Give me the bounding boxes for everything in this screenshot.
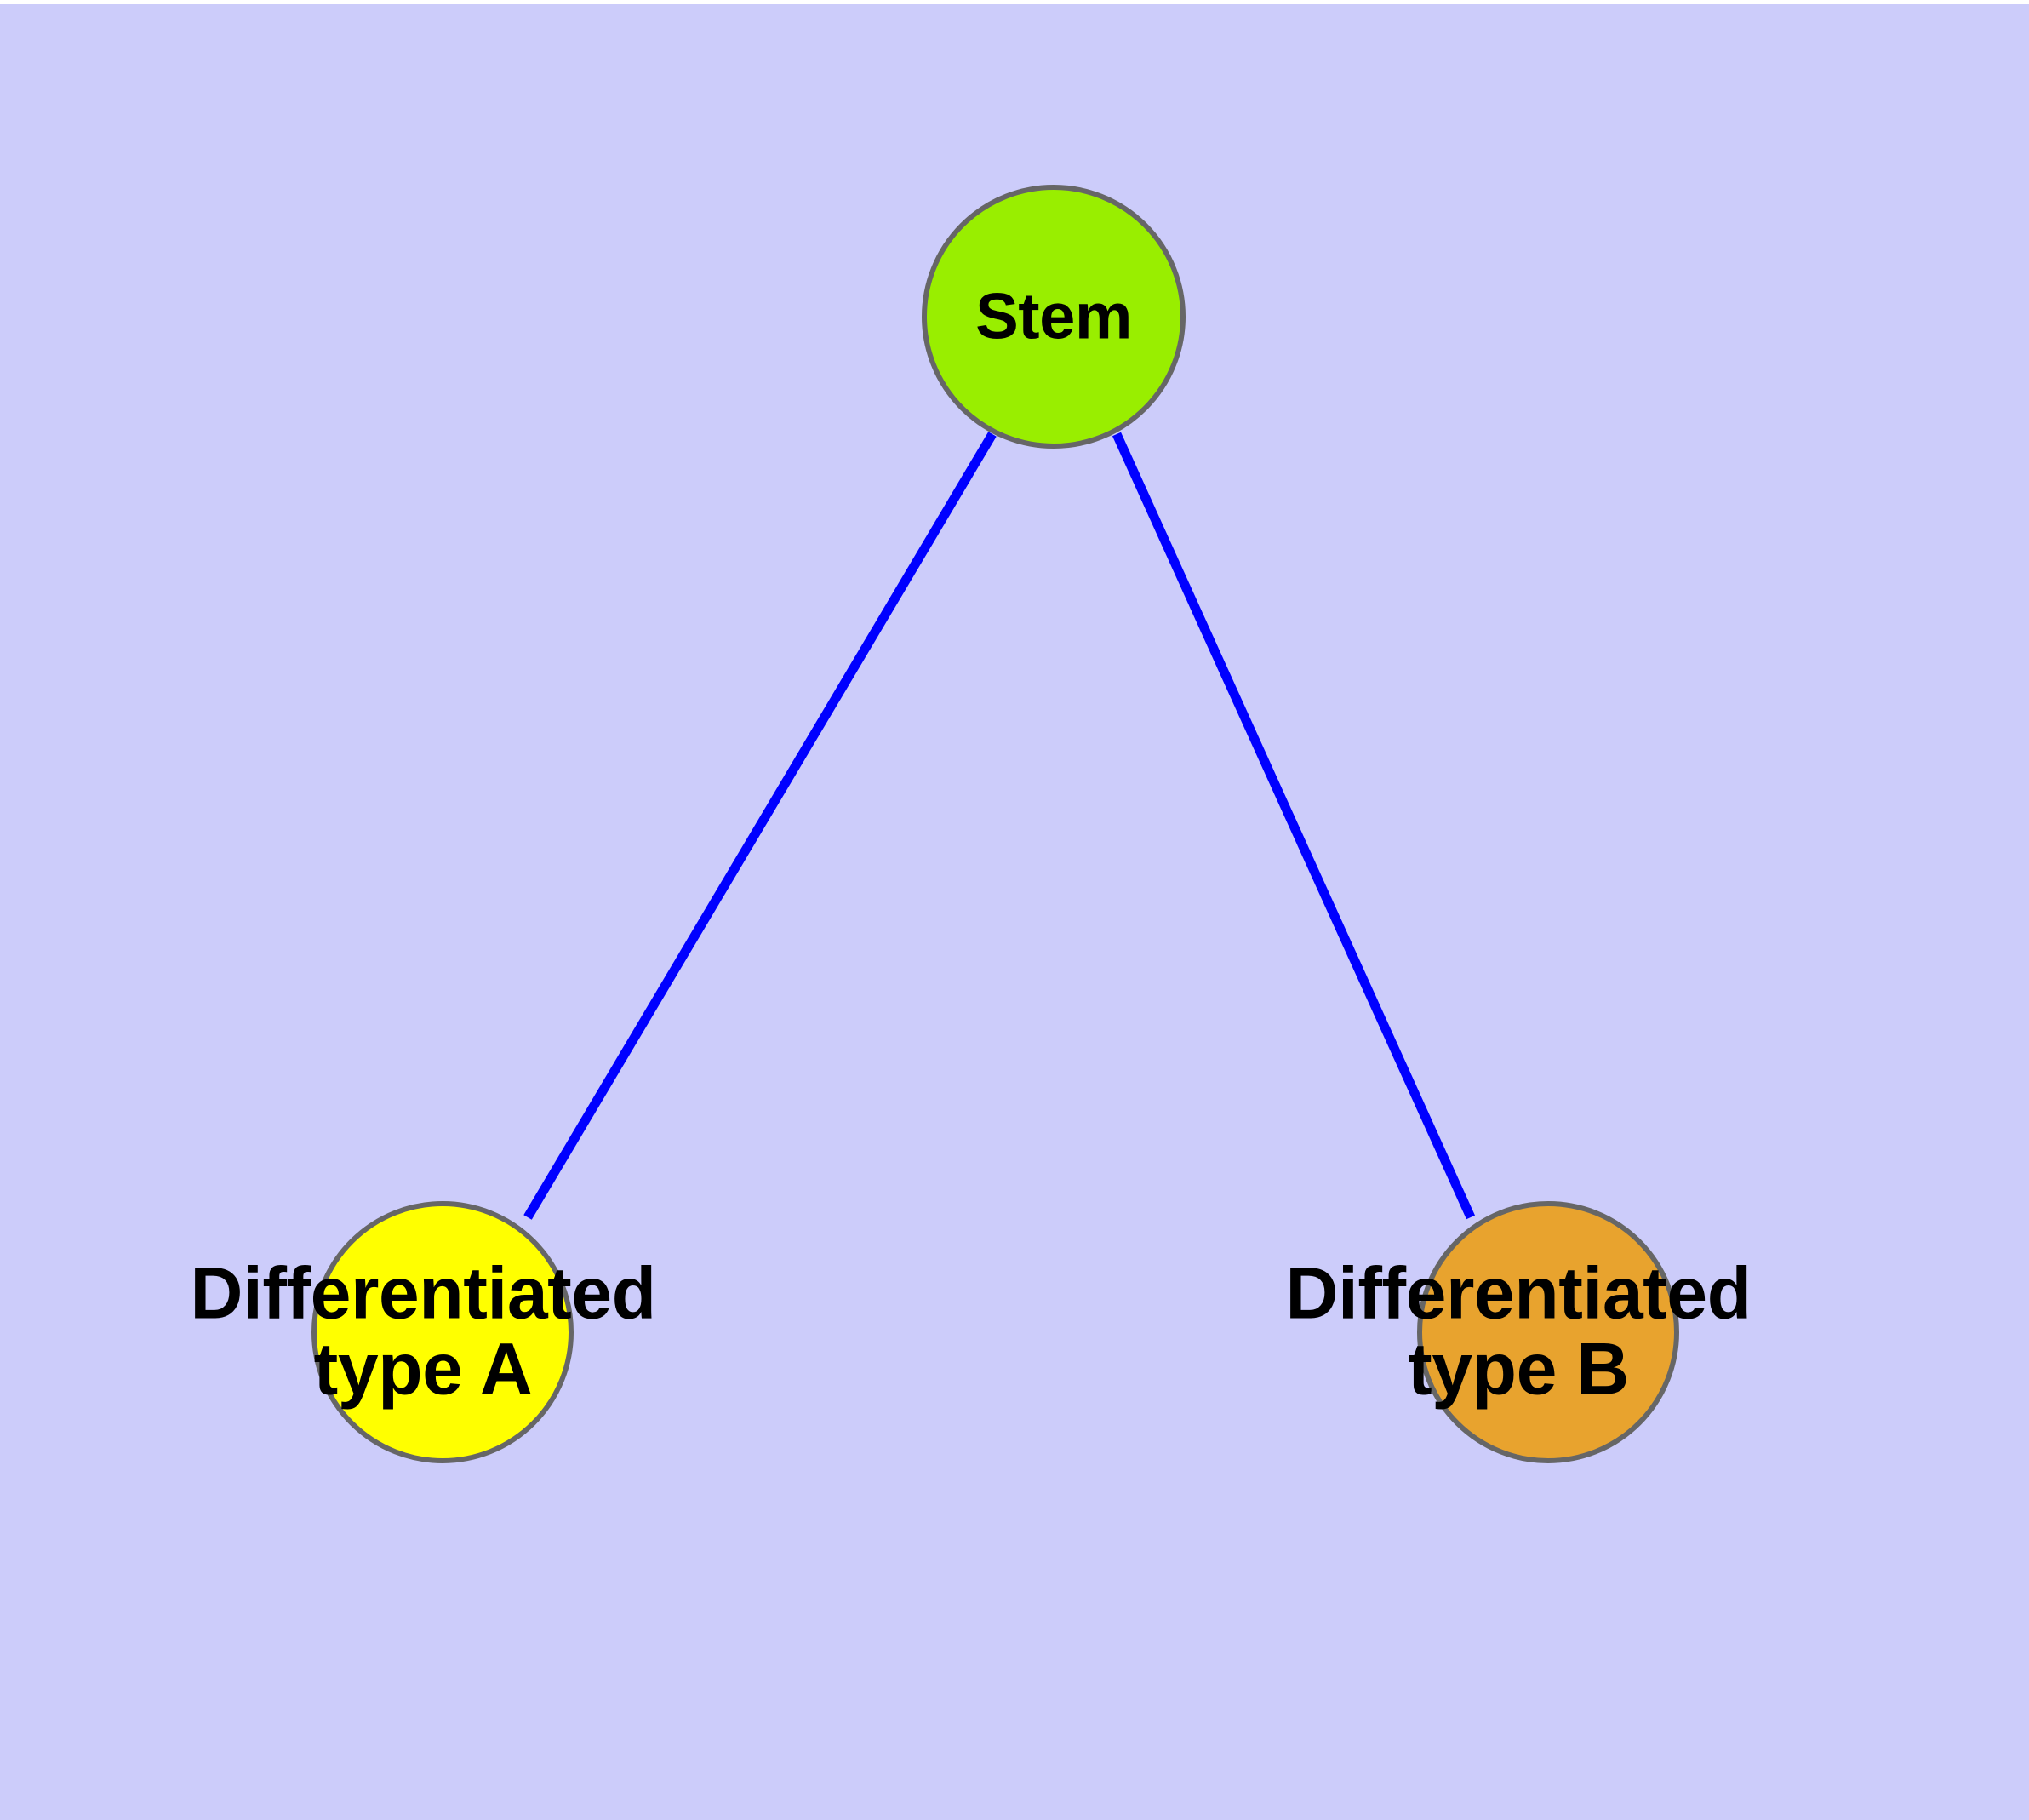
node-label-diff-a-line2: type A <box>313 1329 533 1411</box>
node-stem[interactable] <box>922 185 1186 449</box>
node-group <box>311 185 1679 1463</box>
node-label-diff-a-group: Differentiated type A <box>190 1252 656 1411</box>
edge-stem-to-diff-b[interactable] <box>1112 432 1476 1220</box>
node-label-diff-b-line1: Differentiated <box>1285 1252 1752 1335</box>
edge-group <box>523 432 1476 1220</box>
node-label-diff-b-group: Differentiated type B <box>1285 1252 1752 1411</box>
edge-stem-to-diff-a[interactable] <box>523 432 997 1220</box>
node-diff-a[interactable] <box>311 1201 574 1463</box>
node-diff-b[interactable] <box>1417 1201 1679 1463</box>
node-label-diff-a-line1: Differentiated <box>190 1252 656 1335</box>
node-label-diff-b-line2: type B <box>1408 1329 1629 1411</box>
